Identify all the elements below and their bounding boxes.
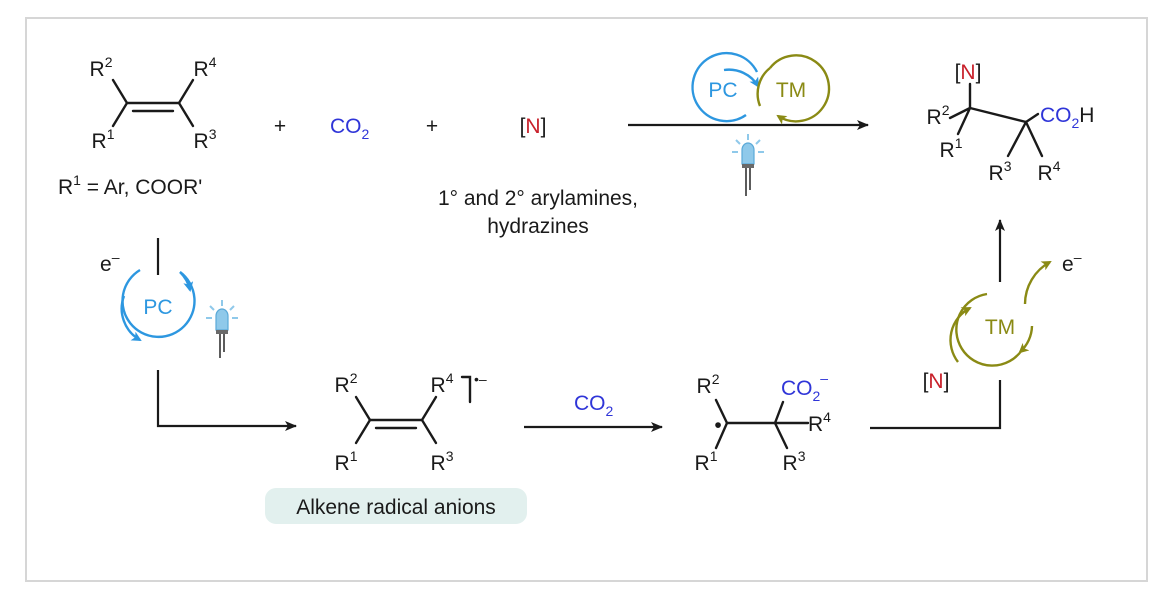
amine-scope-note: hydrazines xyxy=(487,215,589,238)
radical-anion-r4-label: R4 xyxy=(431,370,454,397)
intermediate-r3-label: R3 xyxy=(783,448,806,475)
co2-reactant: CO2 xyxy=(330,115,370,142)
photocatalyst-label: PC xyxy=(708,79,737,102)
pathway-arrow xyxy=(156,370,297,431)
highlight-label: Alkene radical anions xyxy=(296,496,496,519)
intermediate-r4-label: R4 xyxy=(808,409,831,436)
light-bulb-icon xyxy=(206,300,238,358)
product-r1-label: R1 xyxy=(940,135,963,162)
transition-metal-cycle: TM xyxy=(949,260,1052,367)
alkene-reactant: R2 R4 R1 R3 R1 = Ar, COOR' xyxy=(58,54,217,199)
plus-sign: + xyxy=(274,115,286,138)
radical-anion-r3-label: R3 xyxy=(431,448,454,475)
amine-reactant: [N] xyxy=(520,115,547,138)
radical-dot: • xyxy=(714,414,721,437)
radical-anion-r2-label: R2 xyxy=(335,370,358,397)
product-r4-label: R4 xyxy=(1038,158,1061,185)
alkene-radical-anion: R2 R4 R1 R3 •– xyxy=(335,370,487,475)
electron-out: e– xyxy=(1062,249,1082,276)
photocatalyst-cycle: PC xyxy=(120,268,196,342)
alkene-r3-label: R3 xyxy=(194,126,217,153)
product-amine-group: [N] xyxy=(955,61,982,84)
transition-metal-label: TM xyxy=(776,79,806,102)
light-bulb-icon xyxy=(732,134,764,196)
figure-frame xyxy=(25,17,1148,582)
intermediate-r2-label: R2 xyxy=(697,371,720,398)
carboxylate-radical-intermediate: R2 R1 R3 R4 • CO2– xyxy=(695,370,832,475)
carboxylic-acid-product: [N] R2 R1 R3 R4 CO2H xyxy=(927,61,1095,185)
product-r3-label: R3 xyxy=(989,158,1012,185)
amine-input: [N] xyxy=(923,370,950,393)
pathway-line xyxy=(870,380,1002,430)
substituent-definition: R1 = Ar, COOR' xyxy=(58,172,202,199)
dual-catalysis-cycles: PC TM xyxy=(691,51,831,125)
co2-reagent: CO2 xyxy=(574,392,614,419)
transition-metal-label: TM xyxy=(985,316,1015,339)
alkene-r1-label: R1 xyxy=(92,126,115,153)
photocatalyst-label: PC xyxy=(143,296,172,319)
product-r2-label: R2 xyxy=(927,102,950,129)
carboxylate-group: CO2– xyxy=(781,370,828,404)
radical-anion-charge: •– xyxy=(474,371,487,387)
electron-in: e– xyxy=(100,249,120,276)
amine-scope-note: 1° and 2° arylamines, xyxy=(438,187,638,210)
highlight-box xyxy=(265,488,527,524)
radical-anion-r1-label: R1 xyxy=(335,448,358,475)
plus-sign: + xyxy=(426,115,438,138)
alkene-r2-label: R2 xyxy=(90,54,113,81)
alkene-r4-label: R4 xyxy=(194,54,217,81)
product-carboxyl-group: CO2H xyxy=(1040,104,1094,131)
intermediate-r1-label: R1 xyxy=(695,448,718,475)
